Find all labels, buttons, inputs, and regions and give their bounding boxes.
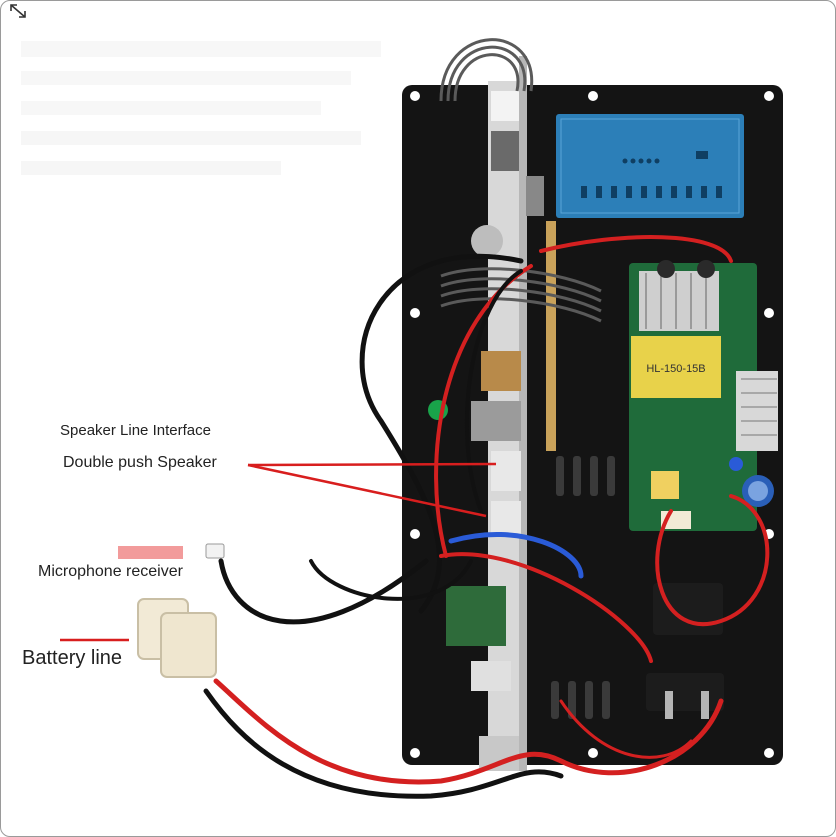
vent-slots [551, 456, 615, 719]
transformer [631, 336, 721, 398]
resize-arrow-icon [10, 4, 26, 18]
battery-line-label: Battery line [22, 647, 123, 669]
display-board [556, 114, 744, 218]
double-push-speaker-label: Double push Speaker [63, 454, 217, 471]
power-inlet [646, 583, 724, 719]
transformer-marking: HL-150-15B [646, 363, 705, 375]
faded-background-text [21, 41, 381, 175]
battery-connector [137, 598, 217, 678]
microphone-connector [205, 543, 225, 559]
amplifier-pcb-strip [428, 56, 556, 771]
microphone-annotation-bar [118, 546, 183, 559]
annotation-lines [60, 462, 497, 642]
power-supply-pcb: HL-150-15B [629, 260, 778, 531]
speaker-line-interface-label: Speaker Line Interface [60, 422, 211, 439]
microphone-receiver-label: Microphone receiver [38, 563, 183, 580]
wiring [203, 235, 770, 799]
